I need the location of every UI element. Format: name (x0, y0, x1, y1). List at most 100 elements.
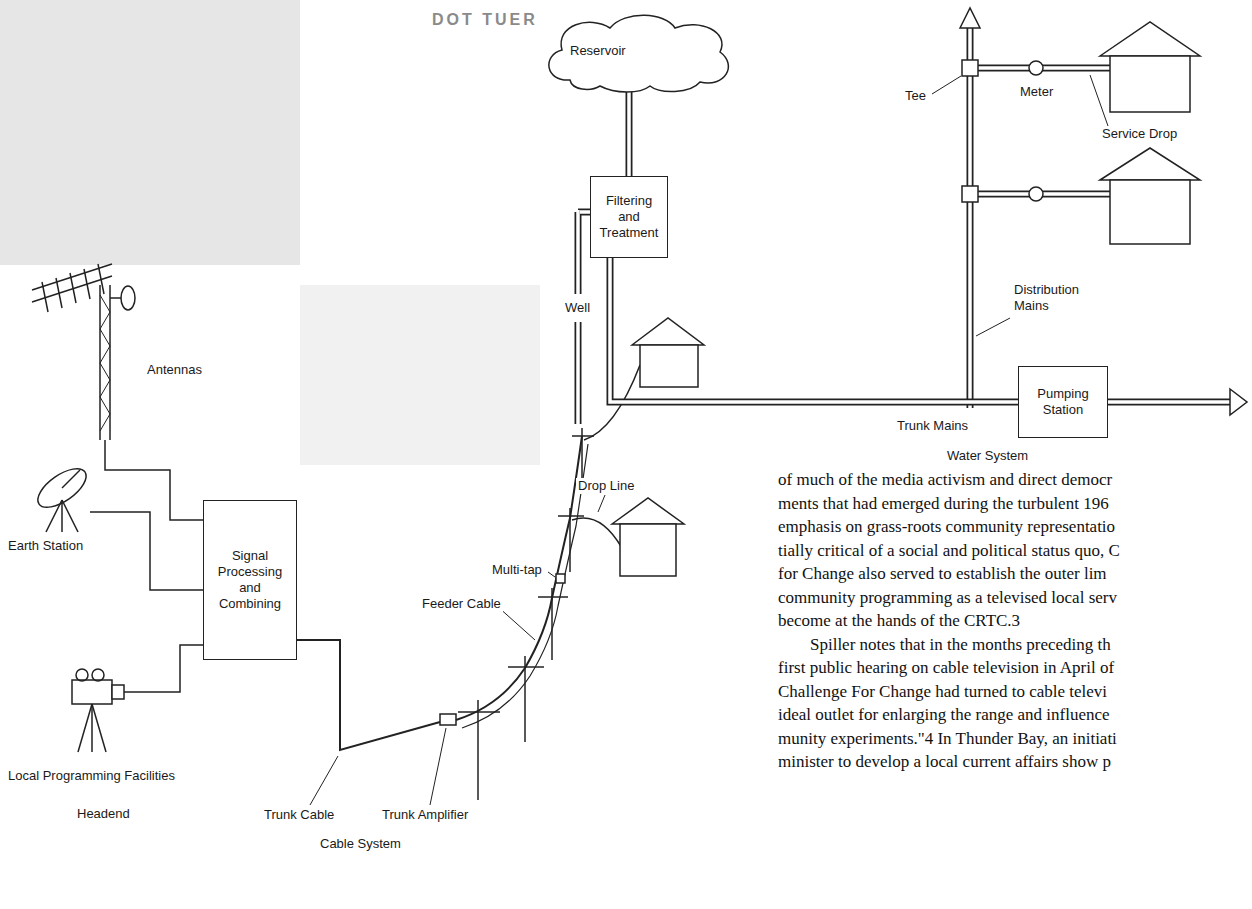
distribution-main (967, 26, 974, 408)
utility-pole (551, 588, 553, 660)
reservoir-cloud: Reservoir (540, 10, 735, 92)
pole-crossbar (458, 711, 500, 713)
tripod-leg (62, 500, 78, 532)
trunk-cable (456, 436, 582, 720)
house-roof (612, 498, 684, 524)
treatment-box: Filtering and Treatment (590, 176, 668, 258)
mast-lattice (100, 295, 110, 431)
pipe-connector (629, 91, 630, 176)
house-roof (632, 318, 704, 345)
studio-feed (124, 645, 203, 692)
tripod-leg (78, 704, 92, 752)
part-label: Local Programming Facilities (6, 768, 177, 784)
leader-line (1090, 75, 1108, 126)
part-label: Feeder Cable (420, 596, 503, 612)
house-wall (1110, 180, 1190, 244)
meter-symbol (1029, 187, 1043, 201)
leader-line (430, 728, 446, 805)
body-text-line: community programming as a televised loc… (778, 588, 1117, 608)
main-arrowhead (960, 8, 980, 28)
leader-line (932, 76, 961, 94)
cloud-outline (540, 10, 735, 92)
pipe-connector (610, 258, 1018, 402)
camera-reel (92, 669, 104, 681)
leader-line (598, 495, 605, 512)
body-text-line: ideal outlet for enlarging the range and… (778, 705, 1110, 725)
pole-crossbar (558, 515, 584, 517)
node-text: Signal Processing and Combining (211, 548, 289, 612)
body-text-line: become at the hands of the CRTC.3 (778, 611, 1020, 631)
body-text-line: Challenge For Change had turned to cable… (778, 682, 1107, 702)
service-pipe-inner (976, 192, 1112, 196)
meter-symbol (1029, 61, 1043, 75)
body-text-line: tially critical of a social and politica… (778, 541, 1120, 561)
antenna-dish (121, 286, 135, 310)
trunk-cable (297, 640, 440, 750)
body-text-line: minister to develop a local current affa… (778, 752, 1111, 772)
dish-arm (110, 297, 121, 299)
antenna-element (98, 264, 104, 294)
pole-crossbar (538, 596, 568, 598)
pipe-connector (626, 91, 633, 176)
processing-box: Signal Processing and Combining (203, 500, 297, 660)
body-text-line: munity experiments."4 In Thunder Bay, an… (778, 729, 1117, 749)
part-label: Antennas (145, 362, 204, 378)
camera-reel (76, 669, 88, 681)
part-label: Trunk Amplifier (380, 807, 470, 823)
antenna-element (42, 282, 48, 312)
part-label: Trunk Mains (895, 418, 970, 434)
trunk-amplifier (440, 714, 456, 725)
body-text-line: first public hearing on cable television… (778, 658, 1114, 678)
part-label: Drop Line (576, 478, 636, 494)
cable-system-art (32, 264, 704, 805)
cloud-outline-path (549, 15, 729, 92)
house-wall (1110, 56, 1190, 112)
body-text-line: of much of the media activism and direct… (778, 470, 1112, 490)
leader-line (310, 756, 338, 805)
part-label: Headend (75, 806, 132, 822)
node-text: Reservoir (570, 43, 626, 59)
node-text: Filtering and Treatment (598, 193, 660, 241)
pipe-connector-inner (610, 258, 1018, 402)
part-label: Service Drop (1100, 126, 1179, 142)
bleed-through-text: DOT TUER (430, 12, 540, 28)
part-label: Meter (1018, 84, 1055, 100)
body-text-line: emphasis on grass-roots community repres… (778, 517, 1115, 537)
service-pipe-inner (976, 66, 1112, 70)
node-text: Pumping Station (1026, 386, 1100, 418)
utility-pole (477, 700, 479, 800)
outflow-arrowhead (1230, 389, 1247, 415)
body-text-line: for Change also served to establish the … (778, 564, 1107, 584)
antenna-element (70, 273, 76, 303)
pole-crossbar (508, 666, 544, 668)
multi-tap (556, 574, 565, 583)
part-label: Well (563, 300, 592, 316)
distribution-main-inner (968, 26, 972, 408)
pipe-connector-inner (627, 91, 631, 176)
system-caption: Cable System (318, 836, 403, 852)
antenna-feed (105, 440, 203, 520)
utility-pole (569, 508, 571, 572)
system-caption: Water System (945, 448, 1030, 464)
house-roof (1100, 148, 1200, 180)
tee-fitting (962, 60, 978, 76)
well-pipe-inner (576, 321, 580, 424)
leader-line (548, 572, 555, 577)
bleed-patch (0, 0, 300, 265)
outflow-pipe-inner (1106, 400, 1233, 404)
pipe-connector (610, 258, 1018, 402)
spacer (80, 470, 150, 471)
tripod-leg (46, 500, 62, 532)
pumping-station-box: Pumping Station (1018, 366, 1108, 438)
part-label: Multi-tap (490, 562, 544, 578)
tripod-leg (91, 704, 93, 752)
house-wall (620, 524, 676, 576)
part-label: Tee (903, 88, 928, 104)
bleed-patch (300, 285, 540, 465)
leader-line (976, 318, 1010, 336)
body-text-line: Spiller notes that in the months precedi… (810, 635, 1111, 655)
camera-lens (112, 685, 124, 699)
part-label: Earth Station (6, 538, 85, 554)
